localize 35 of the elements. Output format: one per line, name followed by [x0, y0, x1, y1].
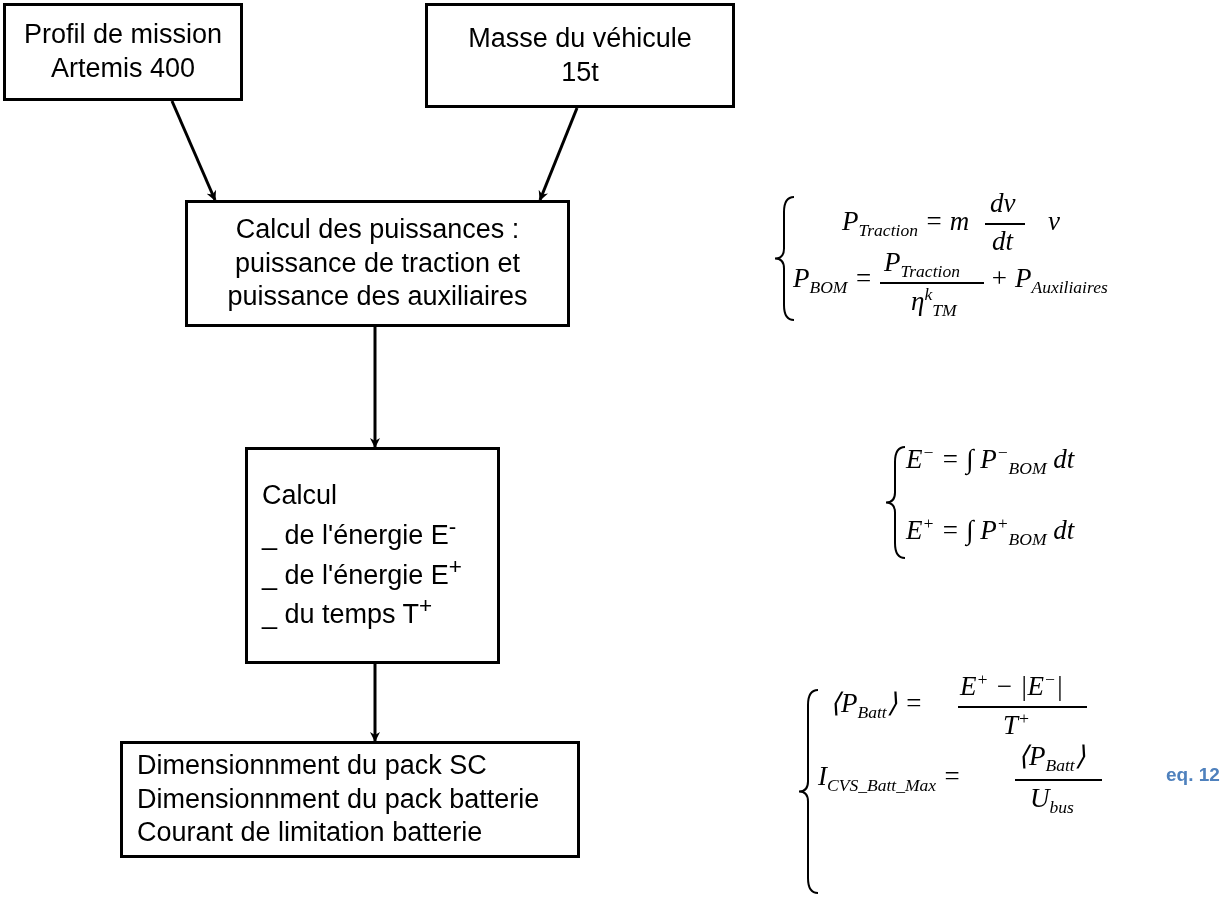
process-box — [185, 200, 570, 327]
numerator: P$_{Traction}$ — [884, 246, 960, 283]
arrow — [370, 327, 380, 448]
arrow — [370, 664, 380, 742]
math-expression: v — [1048, 205, 1060, 238]
equation-number: eq. 12 — [1166, 764, 1220, 787]
numerator: dv — [990, 187, 1016, 220]
box-text: Calcul — [262, 479, 338, 512]
math-expression: + P$_{Auxiliaires}$ — [990, 262, 1108, 299]
numerator: ⟨P$_{Batt}$⟩ — [1018, 740, 1086, 777]
box-text: Courant de limitation batterie — [137, 816, 483, 850]
arrow — [538, 107, 579, 201]
math-expression: ⟨P$_{Batt}$⟩ = — [830, 687, 923, 724]
math-expression: P$_{BOM}$ = — [793, 262, 873, 299]
process-box — [425, 3, 735, 108]
box-text: _ de l'énergie E$^{-}$ — [262, 512, 457, 552]
math-expression: P$_{Traction}$ = m — [842, 205, 970, 242]
box-text: Dimensionnment du pack SC — [137, 748, 487, 782]
equation: E$^{+}$ = ∫ P$^{+}$$_{BOM}$ dt — [906, 513, 1075, 551]
denominator: T$^{+}$ — [1003, 708, 1030, 742]
arrow — [170, 100, 217, 201]
box-text: Masse du véhicule 15t — [467, 21, 693, 89]
box-text: _ du temps T$^{+}$ — [262, 592, 433, 632]
math-expression: I$_{CVS_Batt_Max}$ = — [818, 760, 962, 797]
box-text: Dimensionnment du pack batterie — [137, 782, 540, 816]
box-text: Calcul des puissances : puissance de traction et puissance des auxiliaires — [226, 212, 529, 314]
numerator: E$^{+}$ − |E$^{−}$| — [960, 669, 1064, 703]
denominator: dt — [992, 225, 1013, 258]
box-text: Profil de mission Artemis 400 — [22, 18, 224, 85]
equation: E$^{−}$ = ∫ P$^{−}$$_{BOM}$ dt — [906, 442, 1075, 480]
process-box — [120, 741, 580, 858]
process-box — [245, 447, 500, 664]
box-text: _ de l'énergie E$^{+}$ — [262, 552, 462, 592]
process-box — [3, 3, 243, 101]
denominator: U$_{bus}$ — [1030, 782, 1074, 819]
